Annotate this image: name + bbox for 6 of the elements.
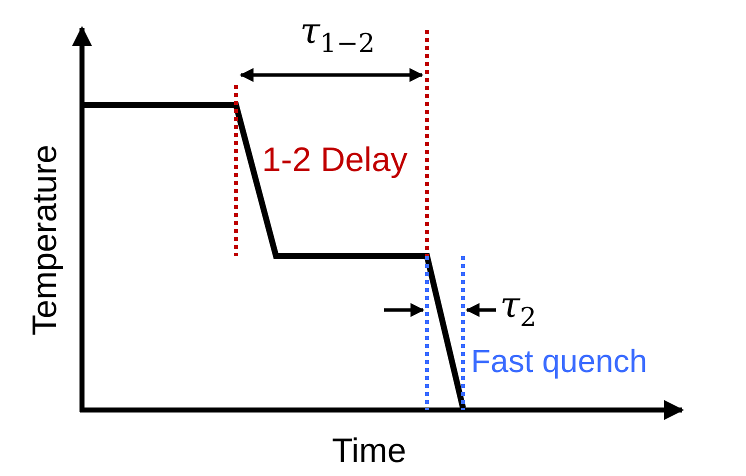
axis-title: Temperature <box>28 144 62 336</box>
dimension-label: τ$_{1−2}$ <box>300 14 375 58</box>
axis-title: Time <box>332 434 406 468</box>
annotation-text: 1-2 Delay <box>262 143 408 177</box>
annotation-text: Fast quench <box>471 345 648 377</box>
dimension-label: τ$_{2}$ <box>500 288 536 332</box>
